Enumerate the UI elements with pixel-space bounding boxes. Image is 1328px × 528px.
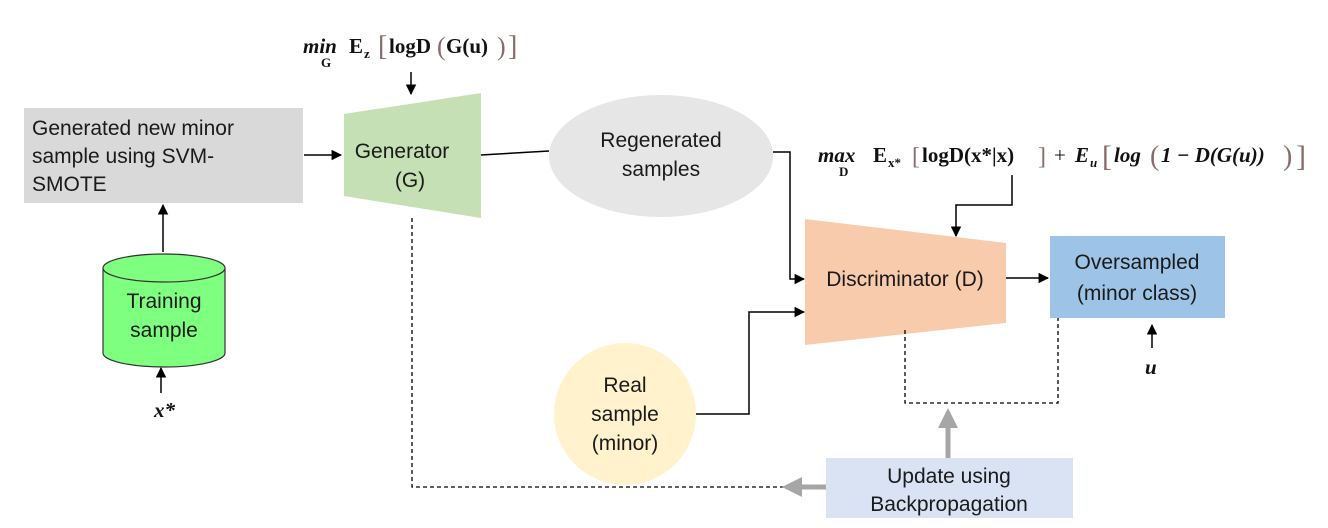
regenerated-samples-ellipse: [549, 95, 773, 217]
svm-smote-label-line1: Generated new minor: [32, 117, 234, 140]
formula-min-expectation: E: [349, 34, 363, 58]
formula-max-term1-bracket-close: ]: [1038, 144, 1046, 170]
svm-smote-box: [24, 108, 303, 203]
real-label-line2: sample: [591, 403, 659, 426]
formula-min-paren-open: (: [437, 32, 446, 61]
generator-label-line1: Generator: [355, 140, 450, 163]
formula-max-term2-sub: u: [1090, 155, 1097, 170]
formula-min-op: min: [303, 34, 337, 58]
generator-feedback-dashed-line: [411, 218, 825, 488]
oversampled-box: [1050, 236, 1225, 318]
discriminator-feedback-dashed-line: [904, 318, 1059, 404]
discriminator-objective-formula: max D E x* [ logD(x*|x) ] + E u [ log ( …: [818, 140, 1306, 179]
formula-min-inner: G(u): [446, 34, 488, 58]
u-label: u: [1145, 355, 1157, 379]
formula-min-expectation-sub: z: [364, 46, 370, 61]
formula-max-term1-bracket-open: [: [912, 144, 920, 170]
update-label-line1: Update using: [887, 465, 1011, 488]
generator-objective-formula: min G E z [ logD ( G(u) ) ]: [303, 31, 517, 70]
generator-label-line2: (G): [395, 169, 425, 192]
training-sample-cylinder: [102, 253, 226, 368]
formula-max-op: max: [818, 143, 855, 167]
formula-min-sub: G: [321, 55, 331, 70]
formula-min-bracket-close: ]: [508, 31, 517, 62]
formula-max-term2-inner: 1 − D(G(u)): [1161, 143, 1265, 167]
formula-min-bracket-open: [: [378, 31, 387, 62]
oversampled-label-line2: (minor class): [1077, 282, 1197, 305]
formula-max-term1: E: [873, 143, 887, 167]
regenerated-label-line2: samples: [622, 158, 700, 181]
formula-max-term2-bracket-open: [: [1102, 140, 1112, 173]
formula-max-plus: +: [1054, 143, 1066, 167]
formula-min-paren-close: ): [497, 32, 506, 61]
formula-max-term1-body: logD(x*|x): [922, 143, 1014, 167]
svm-smote-label-line3: SMOTE: [32, 173, 107, 196]
regenerated-label-line1: Regenerated: [600, 129, 721, 152]
formula-max-term1-sub: x*: [888, 155, 901, 170]
real-label-line1: Real: [603, 374, 646, 397]
real-sample-circle: [554, 343, 696, 485]
real-to-discriminator-arrow: [696, 306, 806, 415]
formula-max-sub: D: [839, 164, 848, 179]
x-star-label: x*: [153, 398, 176, 422]
svm-smote-label-line2: sample using SVM-: [32, 145, 214, 168]
formula-to-discriminator-arrow: [950, 175, 1013, 238]
formula-max-paren-close: ): [1283, 141, 1292, 172]
formula-min-body: logD: [389, 34, 431, 58]
discriminator-label: Discriminator (D): [826, 268, 984, 291]
formula-max-paren-open: (: [1150, 141, 1159, 172]
oversampled-label-line1: Oversampled: [1075, 251, 1200, 274]
discriminator-block: [805, 219, 1006, 345]
formula-max-term2-bracket-close: ]: [1296, 140, 1306, 173]
training-label-line2: sample: [130, 319, 198, 342]
regenerated-to-discriminator-arrow: [773, 151, 806, 285]
generator-to-regenerated-line: [480, 150, 550, 156]
update-label-line2: Backpropagation: [870, 493, 1028, 516]
formula-max-term2-log: log: [1114, 143, 1141, 167]
training-label-line1: Training: [126, 290, 201, 313]
generator-block: [344, 93, 481, 218]
real-label-line3: (minor): [592, 432, 659, 455]
update-backprop-box: [826, 458, 1073, 518]
formula-max-term2: E: [1074, 143, 1089, 167]
